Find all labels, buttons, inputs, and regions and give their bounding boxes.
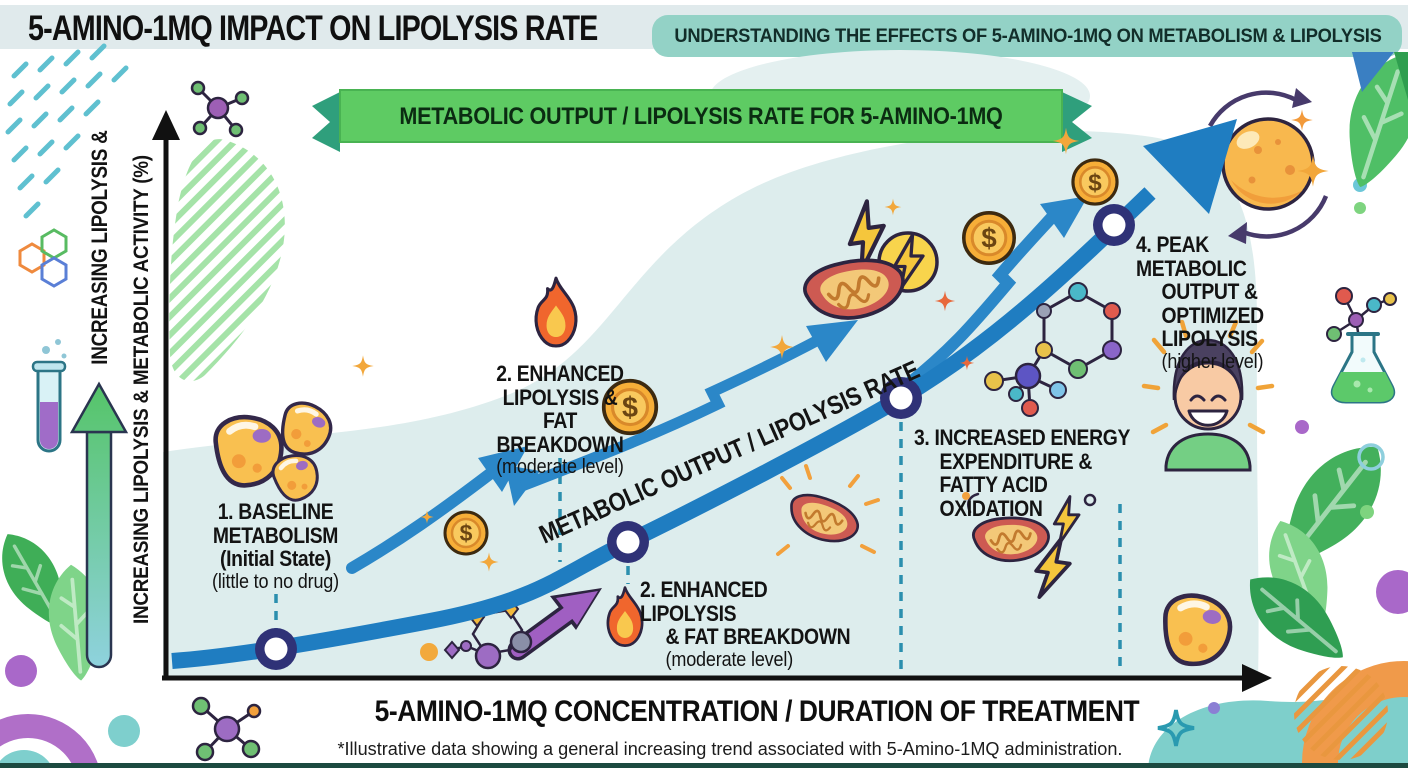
- dollar-coin-icon: [443, 510, 489, 556]
- stage-4-line: LIPOLYSIS: [1161, 326, 1259, 352]
- teal-ring: [1357, 443, 1385, 471]
- stage-2-label-below: 2. ENHANCED LIPOLYSIS & FAT BREAKDOWN (m…: [640, 578, 860, 671]
- stage-3-label: 3. INCREASED ENERGY EXPENDITURE & FATTY …: [914, 426, 1147, 520]
- green-stripe-blob: [169, 139, 285, 382]
- stage-2-line: 2. ENHANCED: [496, 361, 624, 386]
- metabolic-curve: [171, 187, 1156, 669]
- banner-shape: [652, 15, 1402, 57]
- y-axis: [152, 110, 180, 676]
- trend-arrow-large: [894, 196, 1088, 397]
- stage-3-line: 3. INCREASED ENERGY: [914, 425, 1131, 450]
- blue-triangle: [1352, 52, 1394, 92]
- growth-arrow-icon: [69, 381, 129, 669]
- molecule-icon: [984, 282, 1122, 417]
- stage-2-line: LIPOLYSIS &: [502, 384, 618, 410]
- green-dot: [1354, 202, 1366, 214]
- stage-1-label: 1. BASELINE METABOLISM (Initial State) (…: [181, 500, 370, 593]
- molecule-icon: [191, 696, 262, 762]
- trend-arrow-medium: [505, 320, 858, 506]
- stage-1-line: METABOLISM: [212, 522, 339, 548]
- erlenmeyer-flask-icon: [1330, 332, 1396, 404]
- purple-dot: [1295, 420, 1309, 434]
- ribbon-band: [339, 89, 1063, 143]
- teal-dash-pattern: [5, 43, 129, 219]
- orange-dot: [420, 643, 438, 661]
- stage-3-line: FATTY ACID OXIDATION: [939, 472, 1048, 521]
- molecule-icon: [190, 80, 250, 138]
- stage-4-line: OPTIMIZED: [1161, 302, 1265, 328]
- subtitle-banner: UNDERSTANDING THE EFFECTS OF 5-AMINO-1MQ…: [674, 25, 1382, 47]
- stage-2-line: & FAT BREAKDOWN: [665, 624, 851, 650]
- green-dot: [1360, 505, 1374, 519]
- mitochondria-icon: [962, 492, 1097, 603]
- chart-title-ribbon: METABOLIC OUTPUT / LIPOLYSIS RATE FOR 5-…: [399, 103, 1003, 130]
- happy-person-icon: [1141, 319, 1275, 472]
- purple-ring: [0, 714, 100, 768]
- curve-arrowhead: [1143, 119, 1237, 214]
- stage-2-line: FAT BREAKDOWN: [496, 408, 624, 457]
- flame-icon: [534, 276, 578, 348]
- mitochondria-icon: [776, 464, 880, 556]
- stage-4-label: 4. PEAK METABOLIC OUTPUT & OPTIMIZED LIP…: [1136, 233, 1323, 373]
- footnote: *Illustrative data showing a general inc…: [337, 738, 1123, 759]
- ribbon-fold-right: [1062, 92, 1092, 152]
- y-axis-label-outer: INCREASING LIPOLYSIS &: [87, 130, 112, 365]
- curve-markers: [255, 204, 1135, 670]
- cell-sphere-icon: [1221, 117, 1315, 211]
- stage-1-line: (Initial State): [220, 546, 331, 572]
- stage-2-note: (moderate level): [496, 455, 624, 479]
- stage-2-note: (moderate level): [665, 647, 794, 671]
- stage-1-note: (little to no drug): [211, 569, 339, 593]
- page-title: 5-AMINO-1MQ IMPACT ON LIPOLYSIS RATE: [28, 9, 598, 48]
- stage-2-label-above: 2. ENHANCED LIPOLYSIS & FAT BREAKDOWN (m…: [486, 362, 634, 478]
- stage-3-line: EXPENDITURE &: [939, 448, 1093, 474]
- orange-stripe-circle: [1294, 666, 1388, 760]
- dollar-coin-icon: [961, 211, 1017, 266]
- stage-2-line: 2. ENHANCED LIPOLYSIS: [640, 577, 768, 626]
- test-tube-icon: [31, 339, 67, 453]
- teal-dot: [108, 715, 140, 747]
- stage-4-line: 4. PEAK METABOLIC: [1136, 232, 1247, 281]
- green-triangle: [1394, 52, 1408, 100]
- stage-4-line: OUTPUT &: [1161, 279, 1258, 305]
- hexagons-icon: [18, 228, 68, 288]
- purple-dot: [5, 655, 37, 687]
- stage-1-line: 1. BASELINE: [217, 499, 334, 524]
- stage-4-note: (higher level): [1161, 349, 1264, 373]
- rotation-arrows-icon: [1208, 88, 1329, 244]
- ribbon-fold-left: [312, 92, 340, 152]
- purple-dot: [1376, 570, 1408, 614]
- bottom-strip: [0, 763, 1408, 768]
- y-axis-label: INCREASING LIPOLYSIS & METABOLIC ACTIVIT…: [130, 155, 153, 624]
- x-axis-label: 5-AMINO-1MQ CONCENTRATION / DURATION OF …: [374, 695, 1140, 728]
- x-axis: [162, 664, 1272, 692]
- star-outline-icon: [1157, 709, 1195, 747]
- dollar-coin-icon: [1071, 158, 1119, 206]
- purple-dot: [1208, 702, 1220, 714]
- trend-arrow-small: [346, 446, 528, 574]
